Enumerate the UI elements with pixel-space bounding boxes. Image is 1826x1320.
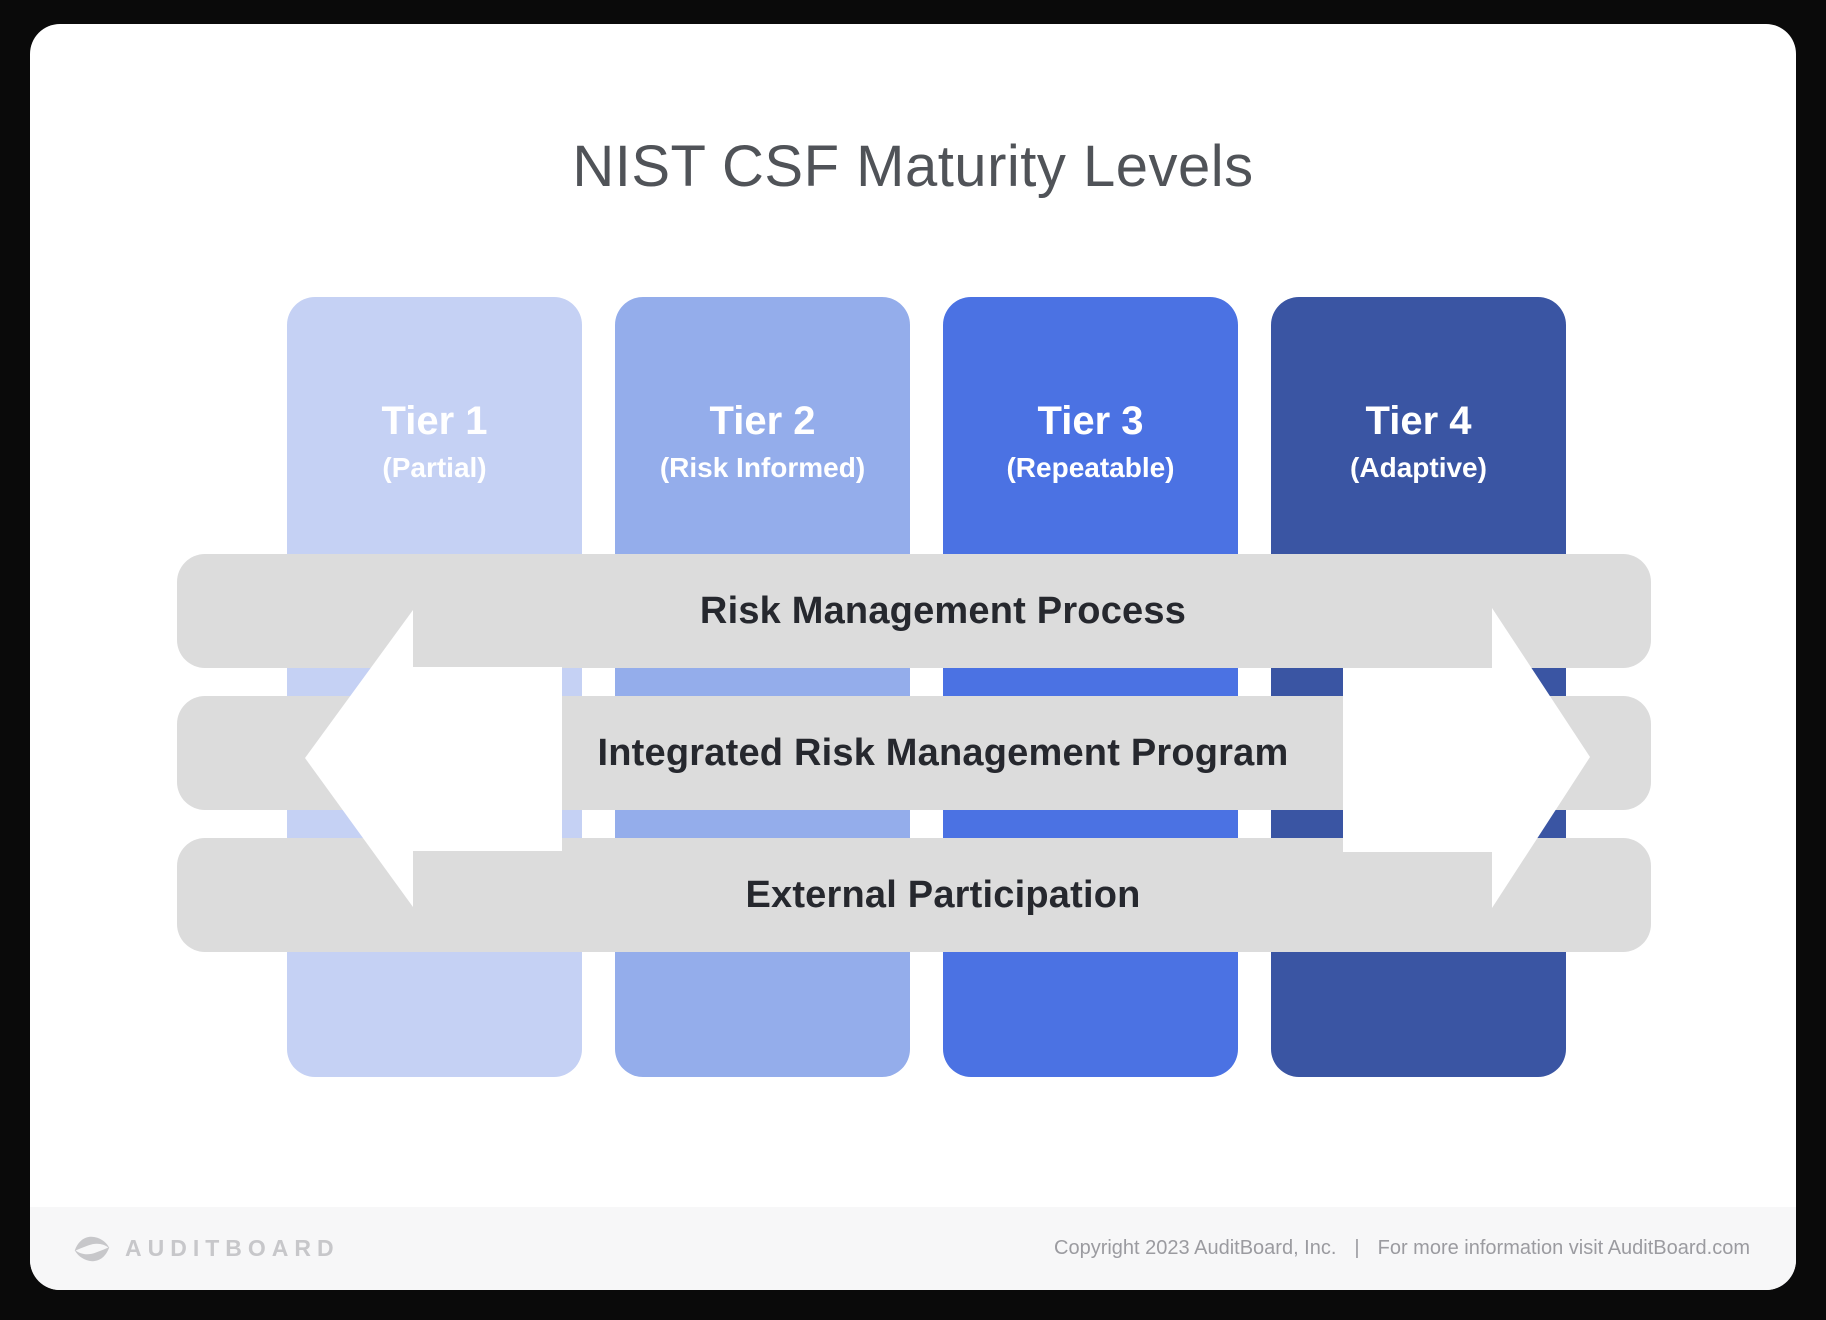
tier-4-name: Tier 4 <box>1365 399 1472 443</box>
tier-1-name: Tier 1 <box>381 399 488 443</box>
tier-1-subtitle: (Partial) <box>382 452 487 483</box>
copyright-separator: | <box>1354 1237 1360 1259</box>
bar-integrated-risk-management-program: Integrated Risk Management Program <box>177 696 1651 810</box>
tier-4-subtitle: (Adaptive) <box>1350 452 1487 483</box>
footer: AUDITBOARD Copyright 2023 AuditBoard, In… <box>30 1207 1796 1290</box>
tier-4-column: Tier 4 (Adaptive) <box>1271 297 1566 1077</box>
page-title: NIST CSF Maturity Levels <box>572 134 1254 199</box>
footer-copyright: Copyright 2023 AuditBoard, Inc. | For mo… <box>1054 1237 1750 1260</box>
tier-3-column: Tier 3 (Repeatable) <box>943 297 1238 1077</box>
footer-info-text: For more information visit AuditBoard.co… <box>1377 1237 1750 1259</box>
bar-integrated-risk-management-program-label: Integrated Risk Management Program <box>597 731 1289 774</box>
tier-1-column: Tier 1 (Partial) <box>287 297 582 1077</box>
bar-risk-management-process-label: Risk Management Process <box>699 589 1187 632</box>
bar-external-participation-label: External Participation <box>745 873 1141 916</box>
bar-risk-management-process: Risk Management Process <box>177 554 1651 668</box>
auditboard-logo: AUDITBOARD <box>72 1233 340 1265</box>
auditboard-eye-icon <box>74 1236 110 1261</box>
tier-2-name: Tier 2 <box>709 399 816 443</box>
tier-3-name: Tier 3 <box>1037 399 1144 443</box>
tier-2-subtitle: (Risk Informed) <box>659 452 866 483</box>
maturity-diagram: Tier 1 (Partial) Tier 2 (Risk Informed) … <box>30 24 1796 1290</box>
slide-card: NIST CSF Maturity Levels Tier 1 (Partial… <box>30 24 1796 1290</box>
tier-3-subtitle: (Repeatable) <box>1006 452 1175 483</box>
auditboard-wordmark: AUDITBOARD <box>125 1235 340 1261</box>
bar-external-participation: External Participation <box>177 838 1651 952</box>
tier-2-column: Tier 2 (Risk Informed) <box>615 297 910 1077</box>
copyright-text: Copyright 2023 AuditBoard, Inc. <box>1054 1237 1337 1259</box>
